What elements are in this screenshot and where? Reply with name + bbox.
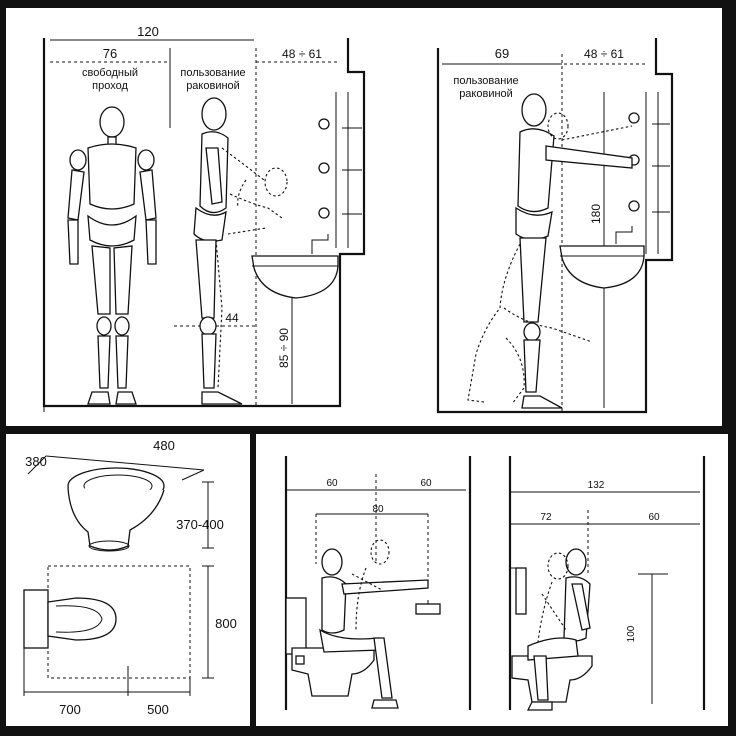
dim-left-scene-reach: 80 [372,504,384,515]
right-toilet [511,655,593,703]
toilet-plan-view [23,565,214,696]
dim-sink-height: 85 ÷ 90 [277,328,291,368]
towel-hook [510,567,527,615]
dim-standing-height: 180 [589,204,603,224]
label-right-sink-use-line2: раковиной [459,88,513,100]
dim-right-scene-right: 60 [648,512,660,523]
dim-reach-depth: 44 [225,311,239,325]
dim-total-width: 120 [137,24,159,39]
label-sink-use-line1: пользование [180,67,245,79]
dim-bowl-depth: 380 [25,454,47,469]
paper-holder [415,600,441,615]
right-wall-fixtures [628,92,670,254]
dim-right-scene-total: 132 [588,480,605,491]
left-toilet [285,597,375,697]
left-wall-fixtures [318,92,362,248]
dim-bowl-height: 370-400 [176,517,224,532]
dim-right-sink-width: 48 ÷ 61 [584,47,624,61]
label-passage-line2: проход [92,80,128,92]
wash-area-diagram: 120 76 свободный проход пользование рако… [42,24,674,414]
dim-front-clearance: 700 [59,702,81,717]
toilet-bowl-isometric [27,455,205,552]
dim-right-left-width: 69 [495,46,509,61]
figure-seated-right [526,548,591,711]
toilet-ergonomics-panel: 60 60 80 132 72 60 100 [256,434,728,726]
dim-passage-width: 76 [103,46,117,61]
figure-reaching [467,93,633,409]
figure-standing-front [67,106,157,405]
dim-back-clearance: 500 [147,702,169,717]
right-toilet-scene-walls [508,456,706,710]
left-toilet-scene-walls [284,456,472,710]
dim-sink-width: 48 ÷ 61 [282,47,322,61]
right-sink [559,226,645,289]
wash-area-diagram-panel: 120 76 свободный проход пользование рако… [6,8,722,426]
figure-seated-left [319,539,429,709]
left-sink [251,234,339,299]
right-room-outline [436,38,674,414]
toilet-ergonomics-diagram: 60 60 80 132 72 60 100 [284,456,706,711]
dim-left-scene-right: 60 [420,478,432,489]
label-right-sink-use-line1: пользование [453,75,518,87]
figure-standing-side [193,97,288,405]
label-passage-line1: свободный [82,67,138,79]
dim-bowl-width: 480 [153,438,175,453]
left-room-outline [42,38,366,412]
dim-left-scene-left: 60 [326,478,338,489]
toilet-dimensions-diagram: 480 380 370-400 800 700 500 [23,438,237,717]
dim-rail-height: 100 [626,625,637,642]
label-sink-use-line2: раковиной [186,80,240,92]
dim-zone-length: 800 [215,616,237,631]
toilet-dimensions-panel: 480 380 370-400 800 700 500 [6,434,250,726]
dim-right-scene-left: 72 [540,512,552,523]
bowl-height-dimension-line [202,481,214,549]
